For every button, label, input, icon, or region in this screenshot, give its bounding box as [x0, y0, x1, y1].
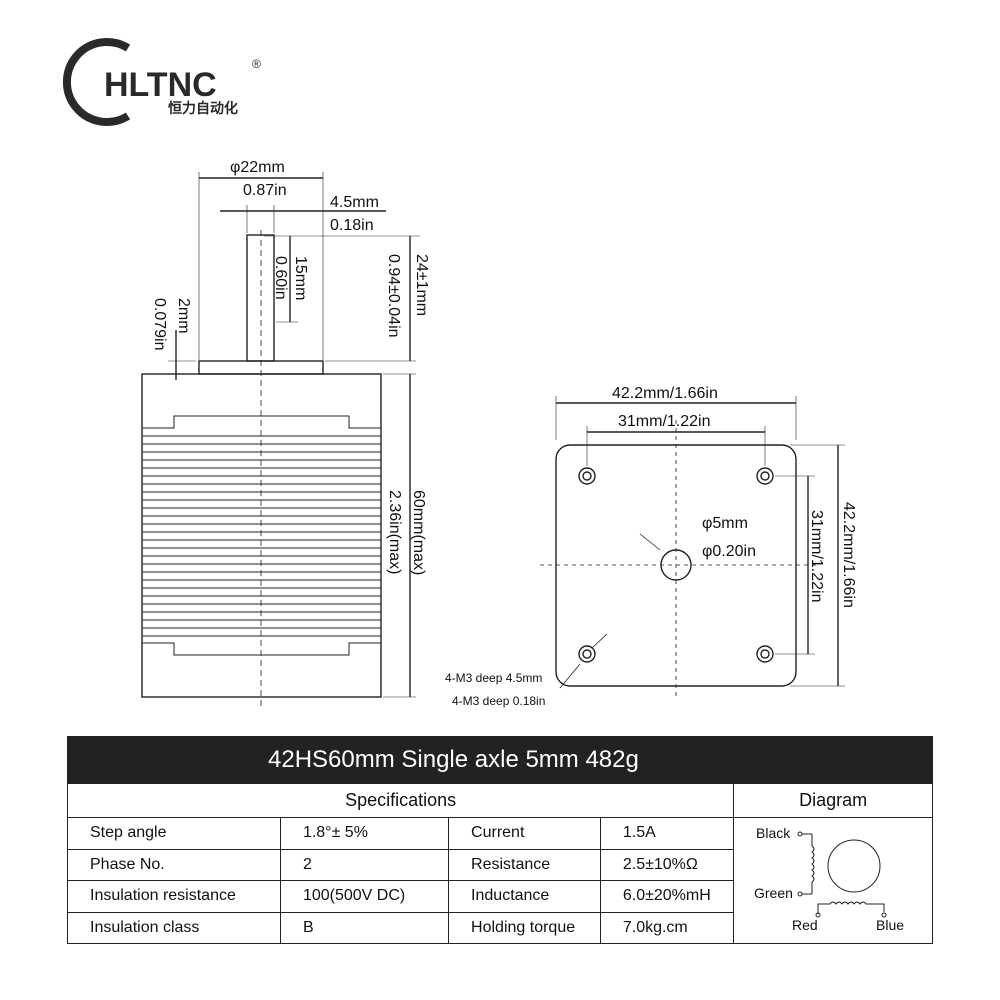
- brand-logo: HLTNC ® 恒力自动化: [63, 38, 261, 126]
- diagram-header: Diagram: [733, 783, 933, 818]
- dim-flat-mm: 4.5mm: [330, 194, 379, 211]
- side-view: [141, 172, 420, 710]
- dim-body-in: 2.36in(max): [386, 490, 403, 574]
- spec-table: 42HS60mm Single axle 5mm 482g Specificat…: [66, 736, 933, 944]
- dim-shaft-in: φ0.20in: [702, 543, 756, 560]
- spec-key: Insulation resistance: [67, 880, 281, 913]
- dim-boss-mm: 2mm: [175, 298, 192, 334]
- spec-key: Inductance: [448, 880, 601, 913]
- spec-key: Resistance: [448, 848, 601, 881]
- spec-value: 2.5±10%Ω: [599, 848, 735, 881]
- logo-brand: HLTNC: [104, 66, 217, 104]
- logo-registered: ®: [252, 57, 261, 71]
- wire-black-label: Black: [756, 825, 791, 841]
- table-row: Insulation class B Holding torque 7.0kg.…: [67, 911, 933, 944]
- dim-shaft-len-mm: 24±1mm: [413, 254, 430, 316]
- motor-body: [141, 373, 382, 698]
- spec-key: Phase No.: [67, 848, 281, 881]
- dim-boss-in: 0.079in: [151, 298, 168, 351]
- mount-holes: [578, 467, 774, 663]
- motor-shaft: [246, 234, 275, 362]
- spec-value: 6.0±20%mH: [599, 880, 735, 913]
- spec-value: 7.0kg.cm: [599, 911, 735, 944]
- dim-flat-len-mm: 15mm: [292, 256, 309, 300]
- spec-key: Insulation class: [67, 911, 281, 944]
- dim-flat-len-in: 0.60in: [272, 256, 289, 300]
- dim-hole-spacing: 31mm/1.22in: [618, 413, 711, 430]
- spec-header: Specifications: [66, 783, 735, 818]
- wiring-diagram: Black Green Red Blue: [754, 825, 904, 933]
- dim-holes-mm: 4-M3 deep 4.5mm: [445, 671, 542, 685]
- spec-key: Current: [448, 817, 601, 850]
- table-row: Step angle 1.8°± 5% Current 1.5A Black G…: [67, 817, 933, 944]
- dim-shaft-len-in: 0.94±0.04in: [385, 254, 402, 338]
- wire-red-label: Red: [792, 917, 818, 933]
- table-row: Insulation resistance 100(500V DC) Induc…: [67, 880, 933, 913]
- dim-shaft-mm: φ5mm: [702, 515, 748, 532]
- logo-subtitle: 恒力自动化: [168, 100, 238, 116]
- front-view: [540, 396, 845, 700]
- spec-key: Holding torque: [448, 911, 601, 944]
- dim-flat-in: 0.18in: [330, 217, 374, 234]
- table-row: Phase No. 2 Resistance 2.5±10%Ω: [67, 848, 933, 881]
- dim-holes-in: 4-M3 deep 0.18in: [452, 694, 545, 708]
- side-view-labels: φ22mm 0.87in 4.5mm 0.18in 15mm 0.60in 24…: [151, 159, 430, 575]
- spec-table-title: 42HS60mm Single axle 5mm 482g: [67, 736, 933, 784]
- wire-green-label: Green: [754, 885, 793, 901]
- dim-flange-height: 42.2mm/1.66in: [840, 502, 857, 608]
- dim-flange-width: 42.2mm/1.66in: [612, 385, 718, 402]
- spec-value: 1.8°± 5%: [279, 817, 450, 850]
- spec-value: B: [279, 911, 450, 944]
- wire-blue-label: Blue: [876, 917, 904, 933]
- technical-drawing: HLTNC ® 恒力自动化: [63, 38, 857, 710]
- dim-hole-spacing-v: 31mm/1.22in: [808, 510, 825, 603]
- shaft-circle: [660, 549, 692, 581]
- dim-body-mm: 60mm(max): [410, 490, 427, 575]
- dim-shaft-dia-mm: φ22mm: [230, 159, 285, 176]
- spec-value: 100(500V DC): [279, 880, 450, 913]
- spec-value: 1.5A: [599, 817, 735, 850]
- spec-key: Step angle: [67, 817, 281, 850]
- dim-shaft-dia-in: 0.87in: [243, 182, 287, 199]
- cooling-fins: [142, 415, 381, 656]
- wiring-diagram-cell: Black Green Red Blue: [733, 817, 933, 944]
- spec-value: 2: [279, 848, 450, 881]
- front-view-labels: 42.2mm/1.66in 31mm/1.22in 42.2mm/1.66in …: [445, 385, 857, 708]
